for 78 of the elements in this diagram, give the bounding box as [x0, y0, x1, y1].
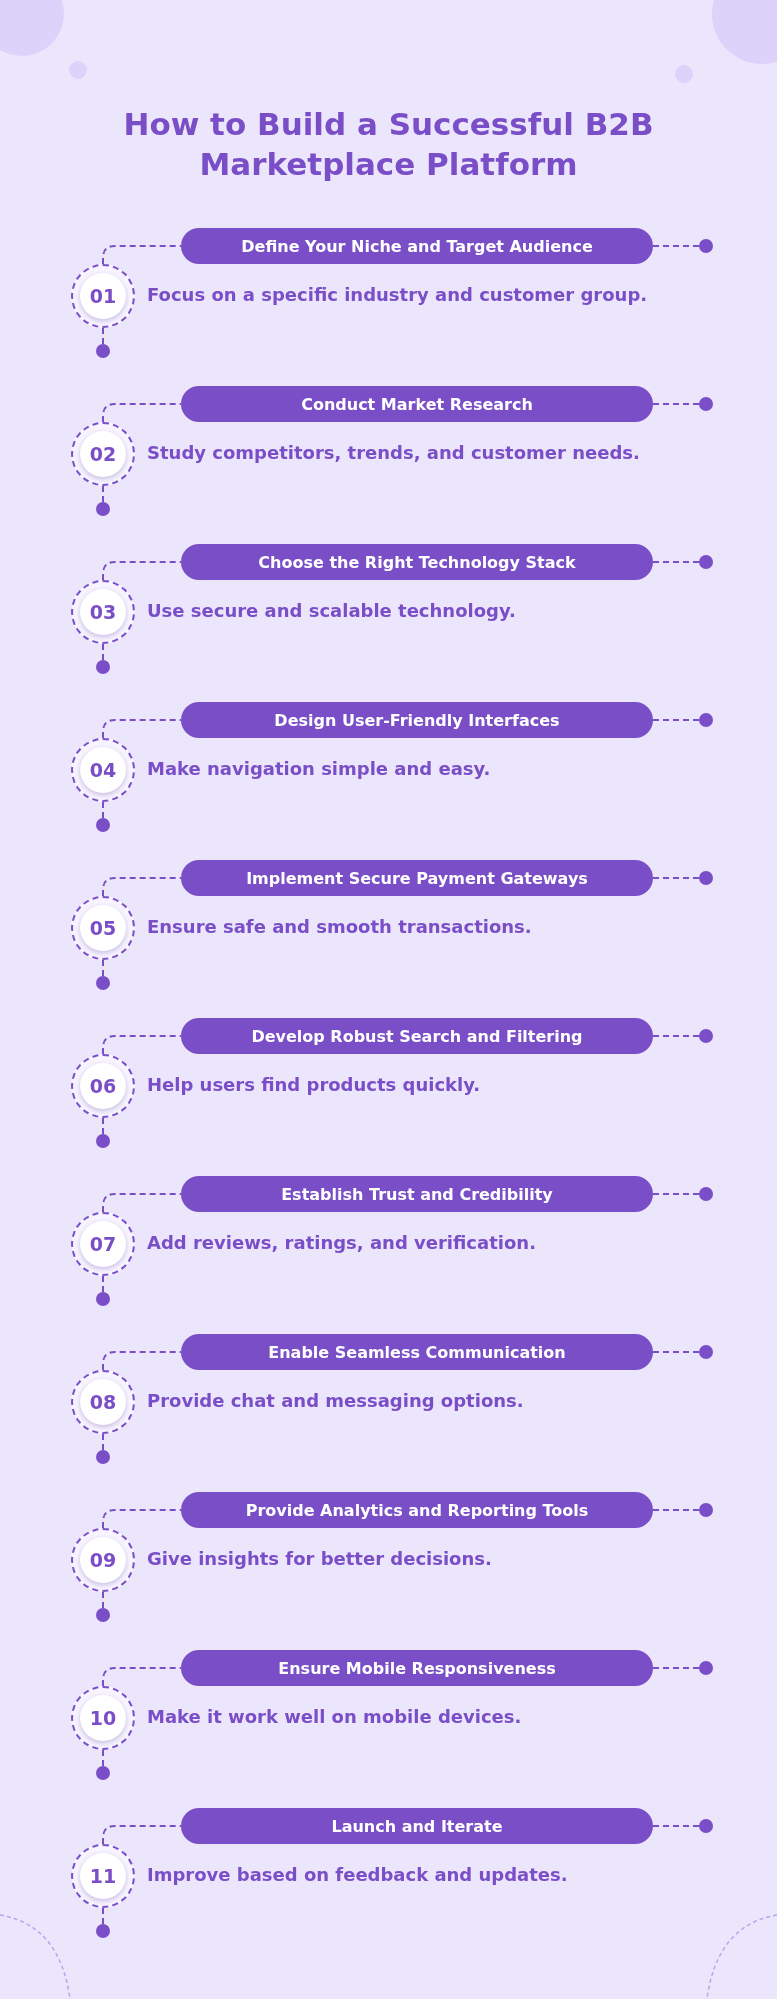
dashed-connector	[652, 1509, 700, 1511]
step-number: 05	[80, 905, 126, 951]
step-heading: Conduct Market Research	[181, 386, 653, 422]
step-description: Use secure and scalable technology.	[147, 600, 516, 621]
step-number: 03	[80, 589, 126, 635]
step-number: 08	[80, 1379, 126, 1425]
connector-dot	[96, 1766, 110, 1780]
dashed-connector	[652, 719, 700, 721]
connector-dot	[699, 1819, 713, 1833]
connector-dot	[699, 1661, 713, 1675]
dashed-connector	[102, 1275, 104, 1293]
step-heading: Enable Seamless Communication	[181, 1334, 653, 1370]
step-heading: Define Your Niche and Target Audience	[181, 228, 653, 264]
step-description: Add reviews, ratings, and verification.	[147, 1232, 536, 1253]
connector-dot	[96, 344, 110, 358]
connector-dot	[699, 871, 713, 885]
connector-dot	[96, 1608, 110, 1622]
step-number: 04	[80, 747, 126, 793]
dashed-connector	[652, 1825, 700, 1827]
step-description: Give insights for better decisions.	[147, 1548, 492, 1569]
dashed-connector	[652, 1035, 700, 1037]
dashed-connector	[102, 1433, 104, 1451]
step-description: Ensure safe and smooth transactions.	[147, 916, 532, 937]
dashed-connector	[652, 1351, 700, 1353]
connector-dot	[699, 1345, 713, 1359]
dashed-connector	[652, 403, 700, 405]
connector-dot	[699, 1187, 713, 1201]
connector-dot	[96, 818, 110, 832]
step-heading: Choose the Right Technology Stack	[181, 544, 653, 580]
connector-dot	[699, 397, 713, 411]
dashed-connector	[102, 1591, 104, 1609]
dashed-connector	[652, 1193, 700, 1195]
dashed-connector	[102, 643, 104, 661]
step-heading: Design User-Friendly Interfaces	[181, 702, 653, 738]
step-heading: Ensure Mobile Responsiveness	[181, 1650, 653, 1686]
step-description: Make navigation simple and easy.	[147, 758, 491, 779]
step-description: Make it work well on mobile devices.	[147, 1706, 522, 1727]
connector-dot	[96, 1134, 110, 1148]
step-number: 06	[80, 1063, 126, 1109]
step-number: 02	[80, 431, 126, 477]
step-description: Help users find products quickly.	[147, 1074, 481, 1095]
step-description: Focus on a specific industry and customer group.	[147, 284, 648, 305]
step-description: Improve based on feedback and updates.	[147, 1864, 568, 1885]
dashed-connector	[102, 1117, 104, 1135]
connector-dot	[96, 1292, 110, 1306]
step-number: 07	[80, 1221, 126, 1267]
dashed-connector	[102, 801, 104, 819]
dashed-connector	[102, 485, 104, 503]
dashed-connector	[102, 959, 104, 977]
connector-dot	[96, 660, 110, 674]
dashed-connector	[102, 1907, 104, 1925]
step-number: 01	[80, 273, 126, 319]
connector-dot	[699, 239, 713, 253]
connector-dot	[699, 1029, 713, 1043]
connector-dot	[96, 502, 110, 516]
step-number: 10	[80, 1695, 126, 1741]
connector-dot	[699, 555, 713, 569]
dashed-connector	[652, 877, 700, 879]
step-number: 11	[80, 1853, 126, 1899]
connector-dot	[96, 1450, 110, 1464]
step-heading: Establish Trust and Credibility	[181, 1176, 653, 1212]
title: How to Build a Successful B2B Marketplace Platform	[122, 105, 655, 184]
dashed-connector	[652, 1667, 700, 1669]
connector-dot	[96, 976, 110, 990]
connector-dot	[96, 1924, 110, 1938]
dashed-connector	[102, 327, 104, 345]
dashed-connector	[652, 561, 700, 563]
step-heading: Develop Robust Search and Filtering	[181, 1018, 653, 1054]
dashed-connector	[652, 245, 700, 247]
step-description: Study competitors, trends, and customer needs.	[147, 442, 640, 463]
connector-dot	[699, 713, 713, 727]
step-heading: Implement Secure Payment Gateways	[181, 860, 653, 896]
step-heading: Launch and Iterate	[181, 1808, 653, 1844]
step-number: 09	[80, 1537, 126, 1583]
step-heading: Provide Analytics and Reporting Tools	[181, 1492, 653, 1528]
dashed-connector	[102, 1749, 104, 1767]
step-description: Provide chat and messaging options.	[147, 1390, 524, 1411]
connector-dot	[699, 1503, 713, 1517]
